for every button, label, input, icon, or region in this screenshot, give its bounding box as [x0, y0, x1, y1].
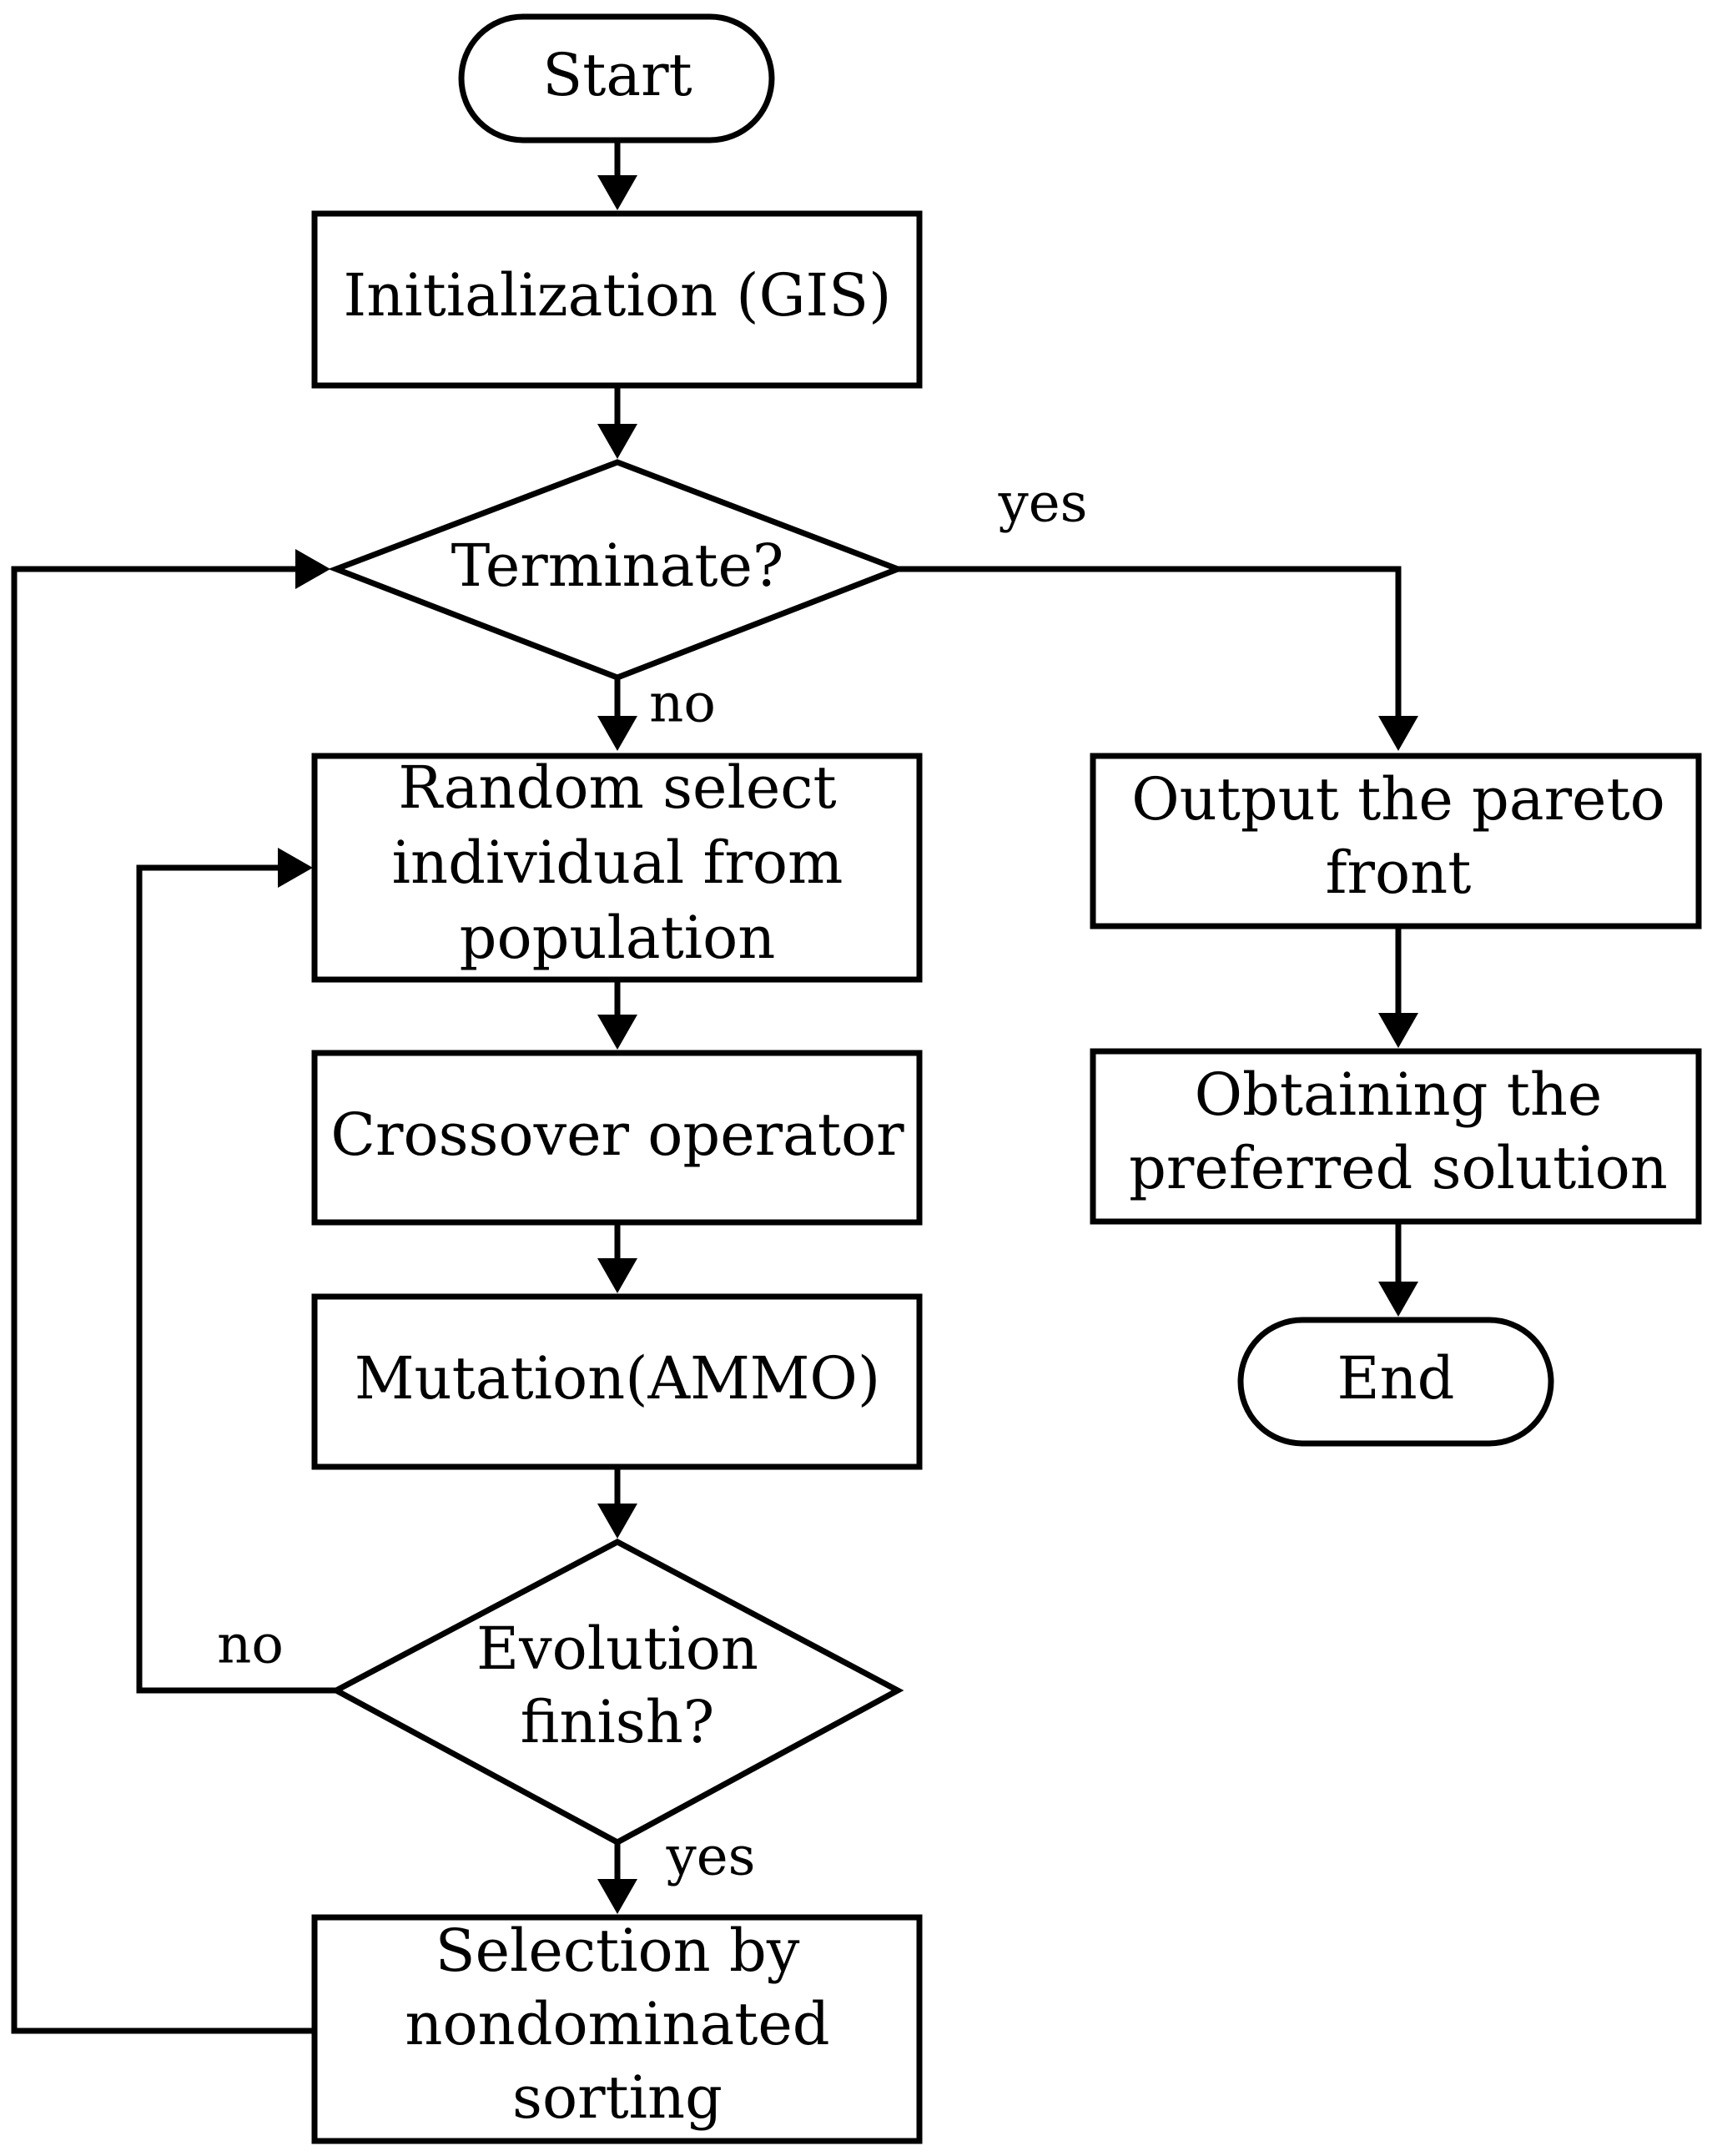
mutation-box [311, 1293, 923, 1470]
arrowhead-obtaining [1378, 1013, 1418, 1048]
arrow-terminate-yes [898, 566, 1402, 716]
arrowhead-crossover [597, 1015, 637, 1050]
arrow-selection-loop [11, 566, 313, 2034]
output-line-1: Output the pareto [1131, 765, 1664, 834]
end-terminal [1237, 1317, 1554, 1447]
evolution-finish-line-1: Evolution [476, 1614, 758, 1683]
init-box [311, 210, 923, 389]
selection-line-1: Selection by [436, 1917, 800, 1985]
random-select-box [311, 753, 923, 983]
arrowhead-end [1378, 1282, 1418, 1317]
obtaining-line-2: preferred solution [1129, 1134, 1668, 1202]
terminate-label: Terminate? [451, 531, 784, 600]
arrowhead-evolution [597, 1504, 637, 1539]
obtaining-box [1090, 1048, 1702, 1225]
arrowhead-mutation [597, 1258, 637, 1293]
arrowhead-terminate [597, 424, 637, 459]
selection-box [311, 1914, 923, 2144]
output-box [1090, 753, 1702, 929]
arrowhead-random [597, 716, 637, 751]
terminate-no-label: no [649, 673, 716, 735]
node-crossover: Crossover operator [311, 1050, 923, 1226]
random-select-line-3: population [460, 904, 776, 972]
crossover-box [311, 1050, 923, 1226]
arrowhead-output [1378, 716, 1418, 751]
node-start: Start [458, 13, 775, 144]
end-label: End [1337, 1344, 1455, 1413]
node-random-select: Random select individual from population [311, 753, 923, 983]
obtaining-line-1: Obtaining the [1195, 1060, 1603, 1129]
connectors [11, 140, 1418, 2034]
arrowhead-selection [597, 1879, 637, 1914]
evolution-no-label: no [217, 1614, 284, 1676]
crossover-label: Crossover operator [330, 1101, 904, 1169]
evolution-finish-line-2: finish? [521, 1688, 715, 1756]
node-end: End [1237, 1317, 1554, 1447]
node-mutation: Mutation(AMMO) [311, 1293, 923, 1470]
arrow-evolution-no-loop [136, 864, 336, 1694]
evolution-yes-label: yes [666, 1826, 756, 1888]
node-terminate: Terminate? [328, 459, 906, 681]
node-obtaining: Obtaining the preferred solution [1090, 1048, 1702, 1225]
evolution-finish-decision [330, 1539, 904, 1846]
mutation-label: Mutation(AMMO) [355, 1344, 880, 1413]
start-terminal [458, 13, 775, 144]
terminate-decision [328, 459, 906, 681]
selection-line-3: sorting [512, 2063, 723, 2132]
node-selection: Selection by nondominated sorting [311, 1914, 923, 2144]
random-select-line-1: Random select [398, 753, 836, 822]
arrowhead-random-loop [278, 848, 313, 888]
output-line-2: front [1326, 839, 1472, 907]
node-output: Output the pareto front [1090, 753, 1702, 929]
arrowhead-init [597, 175, 637, 210]
init-label: Initialization (GIS) [344, 261, 892, 330]
arrowhead-terminate-loop [295, 549, 330, 589]
selection-line-2: nondominated [405, 1990, 829, 2058]
terminate-yes-label: yes [998, 473, 1088, 535]
start-label: Start [542, 41, 692, 109]
node-evolution-finish: Evolution finish? [330, 1539, 904, 1846]
node-init: Initialization (GIS) [311, 210, 923, 389]
random-select-line-2: individual from [392, 829, 843, 897]
